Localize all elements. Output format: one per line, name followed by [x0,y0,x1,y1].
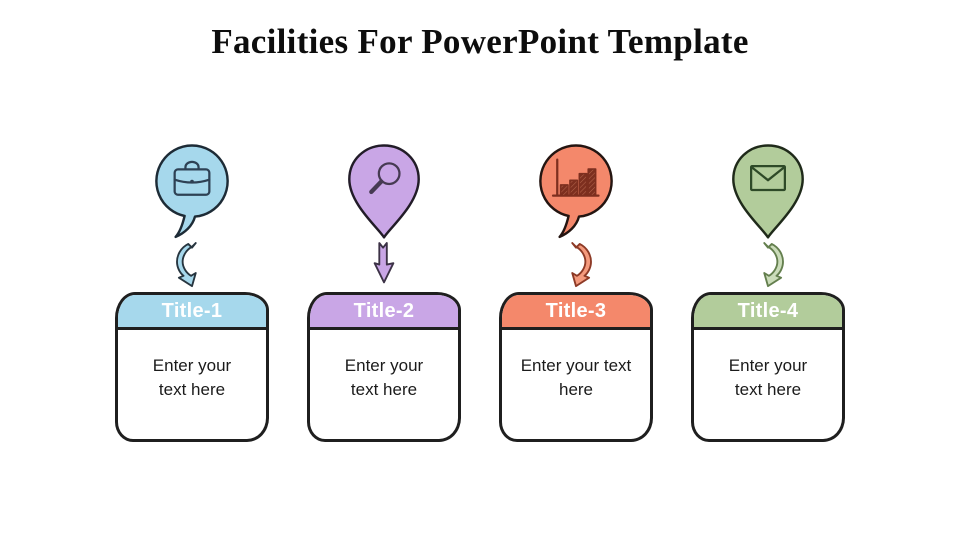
body-line: Enter your [728,356,808,375]
facility-column-1: Title-1 Enter your text here [96,138,288,442]
pin-balloon [348,144,420,239]
balloon-arrow-graphic-2 [348,144,420,284]
down-arrow-icon [373,242,395,284]
body-line: text here [158,379,226,399]
title-card-3: Title-3 Enter your text here [499,292,653,442]
card-title-label: Title-1 [161,299,223,322]
down-arrow-icon [571,242,592,288]
balloon-arrow-graphic-1 [155,144,229,288]
card-title-label: Title-4 [737,299,799,322]
speech-balloon [155,144,229,239]
card-title-label: Title-2 [353,299,415,322]
bar-chart-icon [551,158,600,197]
envelope-icon [750,165,786,192]
card-body-placeholder: Enter your text here [502,330,650,401]
title-card-1: Title-1 Enter your text here [115,292,269,442]
body-line: here [558,379,594,399]
card-title-bar: Title-4 [694,295,842,330]
body-line: Enter your [344,356,424,375]
magnifier-icon [369,162,401,195]
balloon-arrow-graphic-3 [539,144,613,288]
card-title-label: Title-3 [545,299,607,322]
title-card-2: Title-2 Enter your text here [307,292,461,442]
facility-column-2: Title-2 Enter your text here [288,138,480,442]
columns-row: Title-1 Enter your text here Tit [0,138,960,442]
slide: Facilities For PowerPoint Template Title… [0,20,960,442]
facility-column-4: Title-4 Enter your text here [672,138,864,442]
pin-balloon [732,144,804,239]
briefcase-icon [173,160,211,196]
body-line: Enter your [152,356,232,375]
facility-column-3: Title-3 Enter your text here [480,138,672,442]
title-card-4: Title-4 Enter your text here [691,292,845,442]
card-title-bar: Title-2 [310,295,458,330]
body-line: text here [734,379,802,399]
body-line: Enter your text [520,356,632,375]
down-arrow-icon [763,242,784,288]
card-body-placeholder: Enter your text here [310,330,458,401]
card-title-bar: Title-1 [118,295,266,330]
body-line: text here [350,379,418,399]
card-body-placeholder: Enter your text here [694,330,842,401]
balloon-arrow-graphic-4 [732,144,804,288]
card-body-placeholder: Enter your text here [118,330,266,401]
card-title-bar: Title-3 [502,295,650,330]
down-arrow-icon [176,242,197,288]
page-title: Facilities For PowerPoint Template [211,22,749,61]
